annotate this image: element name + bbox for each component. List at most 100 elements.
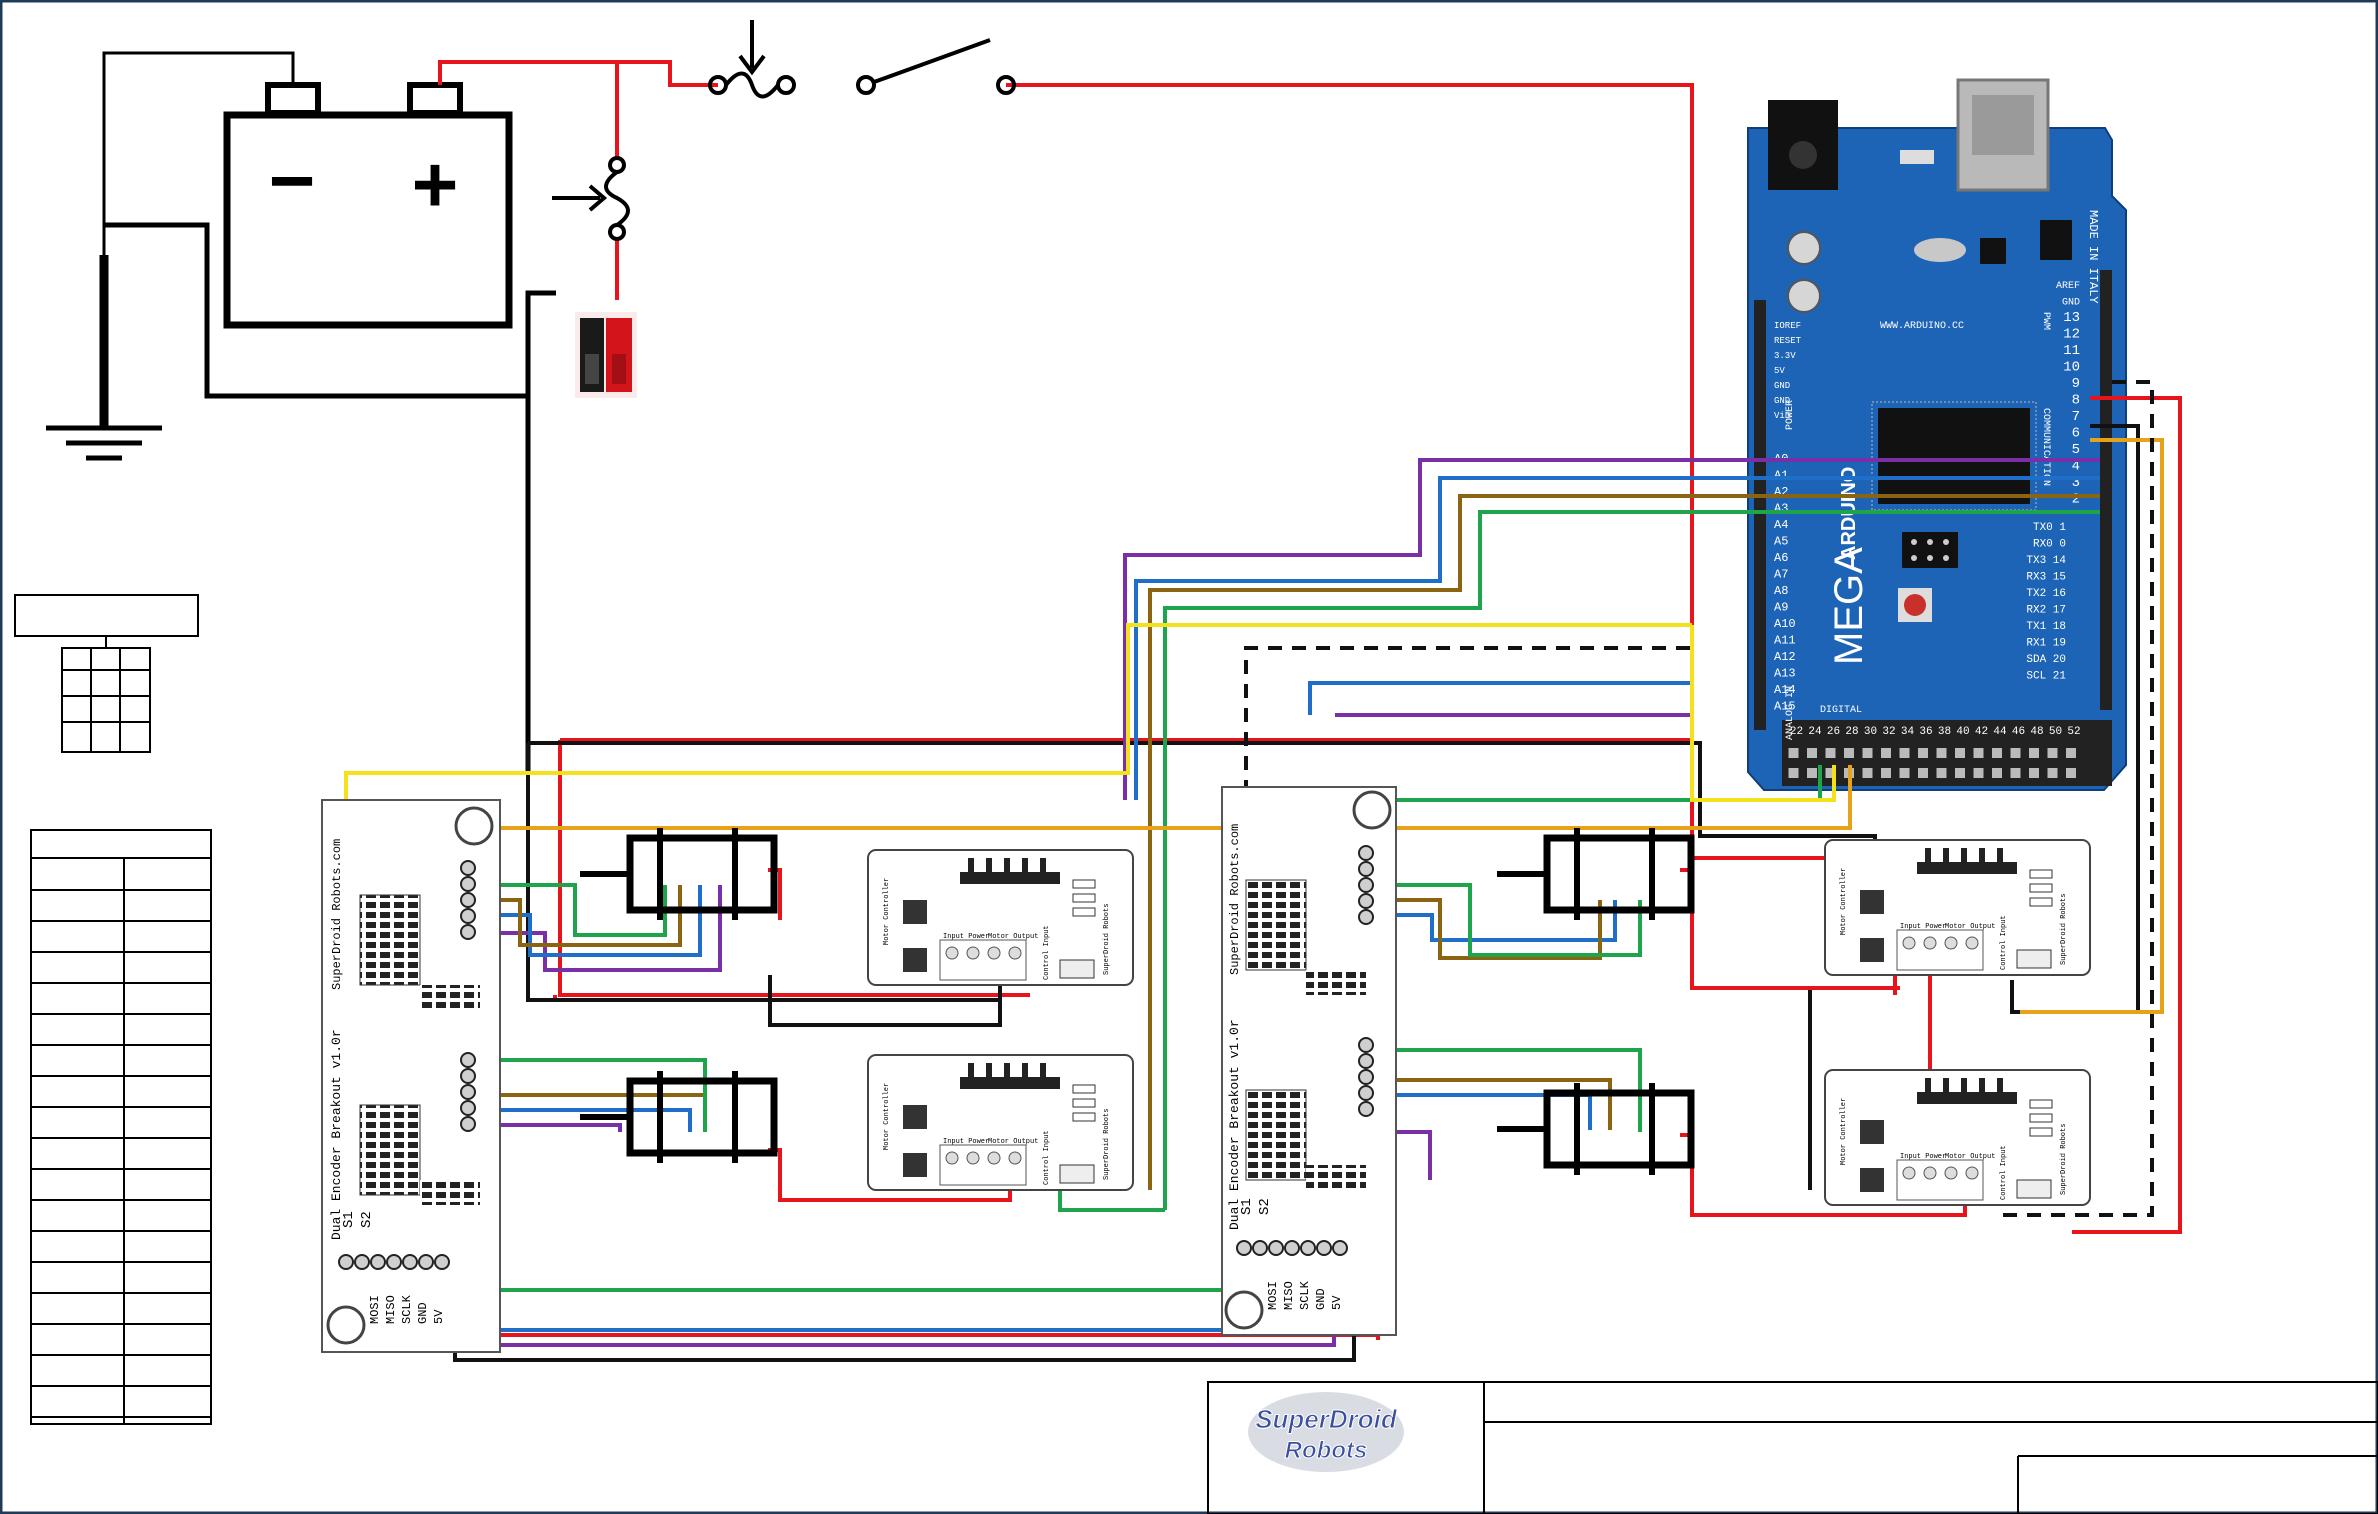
input-power-label: Input Power: [943, 933, 989, 941]
logo-line-2: Robots: [1285, 1437, 1368, 1464]
title-label-box: [14, 594, 199, 753]
encoder-pin: [386, 1254, 402, 1270]
header-pin-label: 40: [1956, 726, 1969, 738]
motor-body: [1543, 1089, 1695, 1169]
header-pin: [1973, 748, 1984, 758]
encoder-pin: [1252, 1240, 1268, 1256]
control-connector: [2016, 1179, 2052, 1199]
terminal-strip: [1917, 1092, 2017, 1104]
header-pin: [2010, 748, 2021, 758]
digital-pin-label: 8: [2072, 393, 2080, 409]
comm-pin-label: SDA 20: [2026, 654, 2066, 666]
terminal-pin: [1997, 1078, 2003, 1096]
terminal-block: [939, 939, 1027, 981]
digital-pin-label: 2: [2072, 492, 2080, 508]
spi-pin-label: MOSI: [368, 1295, 382, 1324]
terminal-strip: [1917, 862, 2017, 874]
header-pin: [1844, 748, 1854, 758]
header: [1072, 907, 1096, 917]
header-pin-label: 22: [1790, 726, 1803, 738]
analog-pin-label: A14: [1774, 683, 1796, 697]
control-connector: [2016, 949, 2052, 969]
encoder-pin: [1358, 1053, 1374, 1069]
spi-pin-label: SCLK: [1298, 1280, 1312, 1310]
terminal-screw: [1923, 936, 1937, 950]
analog-pin-label: A1: [1774, 469, 1788, 483]
encoder-pin: [1358, 1069, 1374, 1085]
header-pin-label: 52: [2067, 726, 2080, 738]
header-pin: [1899, 768, 1910, 778]
digital-pin-label: 7: [2072, 409, 2080, 425]
analog-pin-label: A11: [1774, 634, 1796, 648]
encoder-pin: [1268, 1240, 1284, 1256]
transistor: [1860, 938, 1884, 962]
encoder-s2-label: S2: [1257, 1198, 1273, 1215]
terminal-pin: [986, 858, 992, 876]
terminal-pin: [1040, 1063, 1046, 1081]
spi-pin-label: 5V: [1330, 1295, 1344, 1310]
motor-body: [626, 1077, 778, 1157]
capacitor-icon: [1787, 231, 1821, 265]
controller-brand: SuperDroid Robots: [2060, 894, 2068, 965]
header: [2029, 1099, 2053, 1109]
transistor: [1860, 890, 1884, 914]
ground-symbol: [46, 51, 556, 772]
terminal-screw: [966, 1151, 980, 1165]
terminal-pin: [1925, 848, 1931, 866]
encoder-label-text: Dual Encoder Breakout v1.0r: [1227, 1019, 1242, 1230]
motor-output-label: Motor Output: [988, 1138, 1038, 1146]
header: [1072, 879, 1096, 889]
anderson-connector-icon: [575, 312, 637, 398]
digital-pin-label: 11: [2063, 343, 2080, 359]
header-pin-label: 36: [1919, 726, 1932, 738]
header-pin: [1992, 748, 2002, 758]
digital-pin-label: 5: [2072, 442, 2080, 458]
analog-pin-label: A7: [1774, 568, 1788, 582]
terminal-pin: [1943, 848, 1949, 866]
digital-pin-label: 10: [2063, 360, 2080, 376]
transistor: [903, 1153, 927, 1177]
terminal-screw: [1008, 946, 1022, 960]
header-pin-label: 42: [1975, 726, 1988, 738]
header-pin: [1918, 748, 1928, 758]
microcontroller-chip: [1878, 408, 2030, 504]
terminal-screw: [1965, 1166, 1979, 1180]
control-input-label: Control Input: [1043, 925, 1051, 980]
spi-pin-label: GND: [1314, 1288, 1328, 1310]
encoder-pin: [402, 1254, 418, 1270]
control-input-label: Control Input: [1043, 1130, 1051, 1185]
input-power-label: Input Power: [1900, 1153, 1946, 1161]
terminal-pin: [1979, 848, 1985, 866]
communication-text: COMMUNICATION: [2040, 408, 2051, 486]
terminal-pin: [1943, 1078, 1949, 1096]
header: [2029, 869, 2053, 879]
header-pin: [1973, 768, 1984, 778]
transistor: [903, 1105, 927, 1129]
motor-output-label: Motor Output: [1945, 1153, 1995, 1161]
header-pin-label: 32: [1882, 726, 1895, 738]
terminal-pin: [1040, 858, 1046, 876]
controller-board: [1824, 839, 2091, 976]
motor-icon: [580, 1071, 778, 1163]
input-power-label: Input Power: [943, 1138, 989, 1146]
capacitor-icon: [1787, 279, 1821, 313]
comm-pin-label: RX3 15: [2026, 572, 2066, 584]
battery-plus-label: +: [412, 140, 459, 229]
transistor: [1860, 1168, 1884, 1192]
encoder-label-text: Dual Encoder Breakout v1.0r: [329, 1029, 344, 1240]
header: [2029, 1127, 2053, 1137]
comm-pin-label: TX1 18: [2026, 621, 2066, 633]
header-pin: [2029, 768, 2039, 778]
header-pin: [2066, 748, 2076, 758]
power-pin-label: RESET: [1774, 336, 1802, 346]
comm-pin-label: TX2 16: [2026, 588, 2066, 600]
terminal-block: [1896, 1159, 1984, 1201]
header-pin: [1918, 768, 1928, 778]
encoder-pin: [1358, 877, 1374, 893]
comm-pin-label: RX2 17: [2026, 605, 2066, 617]
terminal-pin: [1004, 1063, 1010, 1081]
motor-output-label: Motor Output: [988, 933, 1038, 941]
encoder-pin: [460, 1100, 476, 1116]
terminal-pin: [1997, 848, 2003, 866]
